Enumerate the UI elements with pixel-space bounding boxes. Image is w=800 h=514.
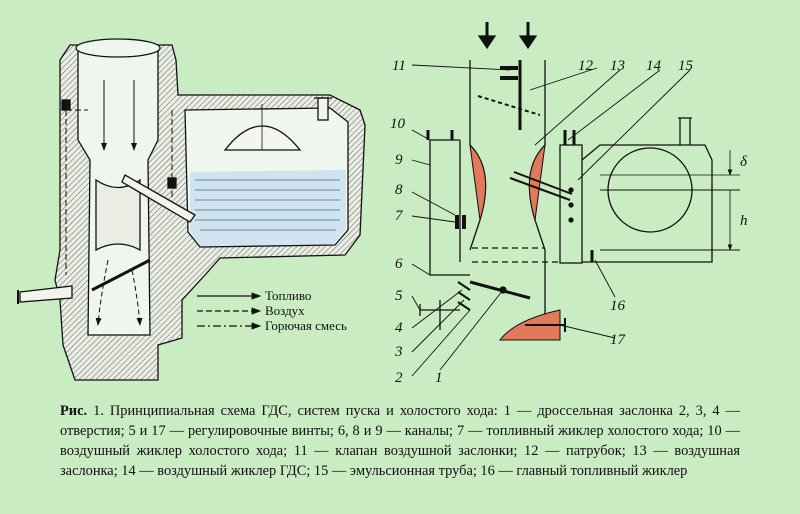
- callout-7: 7: [395, 208, 404, 224]
- caption-text: Принципиальная схема ГДС, систем пуска и…: [60, 403, 740, 479]
- diffuser-right: [528, 143, 546, 221]
- flow-legend: Топливо Воздух Горючая смесь: [197, 288, 347, 333]
- leader-lines: [411, 64, 691, 377]
- callout-16: 16: [610, 298, 626, 314]
- diffuser-left: [469, 143, 487, 221]
- legend-fuel-label: Топливо: [265, 288, 311, 303]
- float: [223, 125, 302, 151]
- legend-mixture-label: Горючая смесь: [265, 318, 347, 333]
- legend-air-label: Воздух: [265, 303, 305, 318]
- mixture-screw: [525, 318, 566, 332]
- callout-8: 8: [395, 182, 403, 198]
- callout-6: 6: [395, 256, 403, 272]
- callout-5: 5: [395, 288, 403, 304]
- callout-14: 14: [646, 58, 662, 74]
- schematic-diagram: [411, 22, 740, 377]
- diffuser: [95, 178, 141, 252]
- callout-11: 11: [392, 58, 406, 74]
- callout-12: 12: [578, 58, 594, 74]
- emulsion-tube: [559, 144, 583, 264]
- idle-channel: [429, 140, 470, 276]
- carburetor-section-drawing: [17, 38, 366, 381]
- callout-1: 1: [435, 370, 443, 386]
- callout-17: 17: [610, 332, 627, 348]
- main-nozzle: [121, 174, 196, 223]
- callout-10: 10: [390, 116, 406, 132]
- callout-3: 3: [394, 344, 403, 360]
- callout-labels: 11 12 13 14 15 10 9 8 7 6 5 4 3 2 1 16 1…: [390, 58, 748, 386]
- fuel-level: [190, 170, 346, 246]
- air-inlet: [75, 38, 161, 58]
- dimension-h: h: [740, 213, 748, 229]
- float-chamber-schematic: [581, 144, 713, 263]
- carburetor-diagram: Топливо Воздух Горючая смесь: [17, 22, 748, 386]
- idle-screw: [19, 285, 73, 303]
- needle-valve: [317, 97, 329, 121]
- callout-9: 9: [395, 152, 403, 168]
- callout-13: 13: [610, 58, 625, 74]
- callout-2: 2: [395, 370, 403, 386]
- caption-label: Рис.: [60, 403, 88, 419]
- needle-valve-schematic: [678, 117, 692, 145]
- dimension-delta: δ: [740, 154, 748, 170]
- caption-number: 1.: [93, 403, 104, 419]
- throttle-plate: [91, 258, 151, 292]
- callout-4: 4: [395, 320, 403, 336]
- callout-15: 15: [678, 58, 694, 74]
- idle-adjust-screw: [419, 300, 460, 330]
- air-inflow-arrows: [477, 22, 538, 50]
- figure-caption: Рис. 1. Принципиальная схема ГДС, систем…: [60, 401, 740, 481]
